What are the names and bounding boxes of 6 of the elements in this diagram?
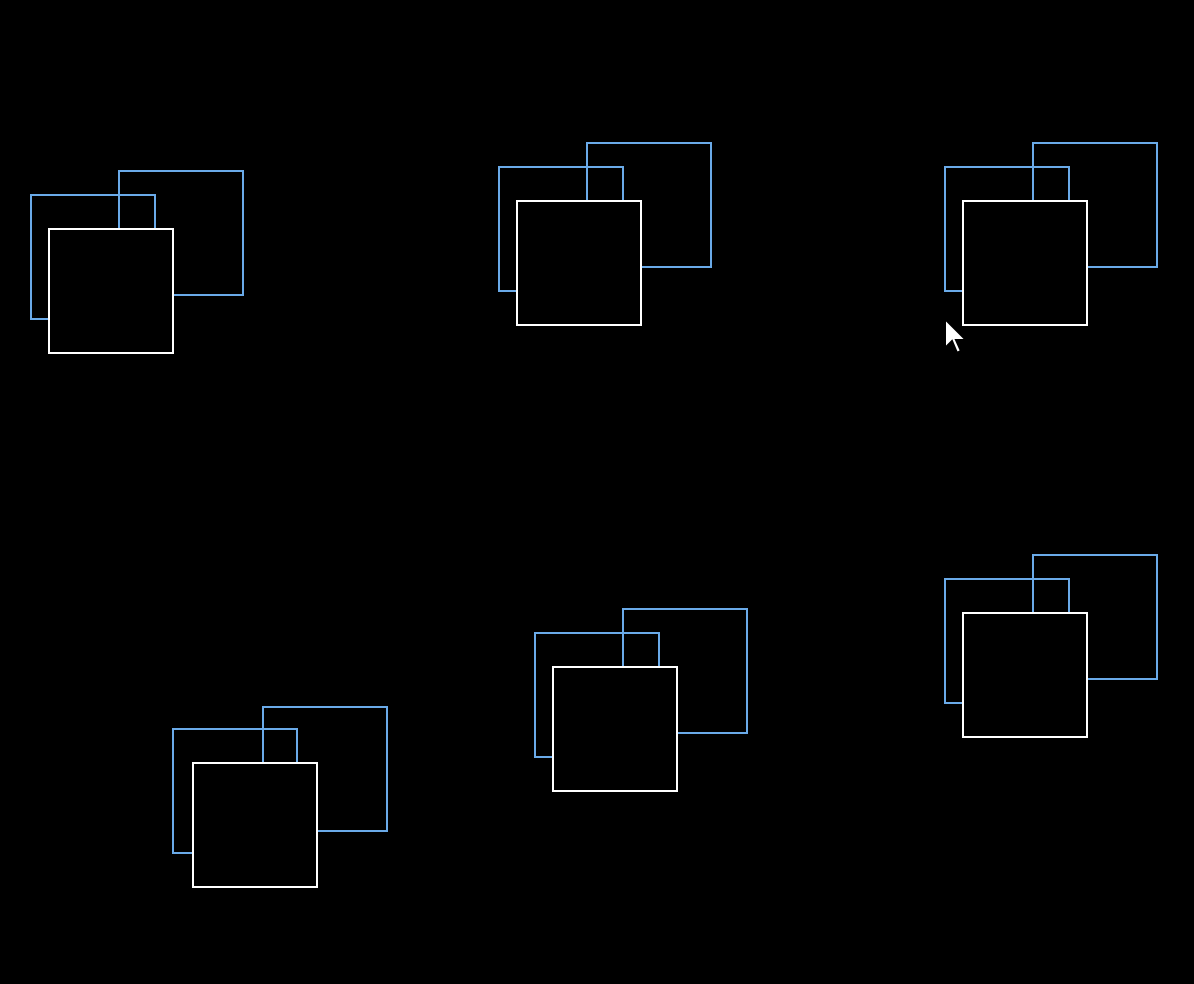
- overlapping-squares-drawing: [944, 142, 1158, 326]
- overlapping-squares-drawing: [172, 706, 388, 888]
- overlapping-squares-drawing: [498, 142, 712, 326]
- overlapping-squares-drawing: [534, 608, 748, 792]
- overlapping-squares-drawing: [944, 554, 1158, 738]
- overlapping-squares-drawing: [30, 170, 244, 354]
